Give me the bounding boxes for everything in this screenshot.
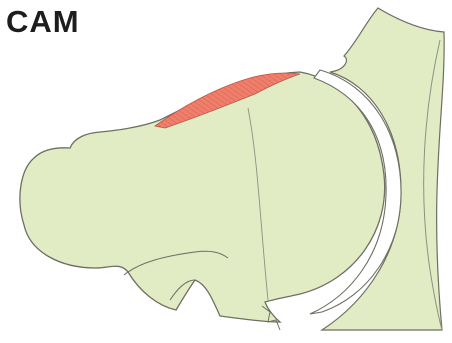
cam-hip-diagram [0,0,452,343]
